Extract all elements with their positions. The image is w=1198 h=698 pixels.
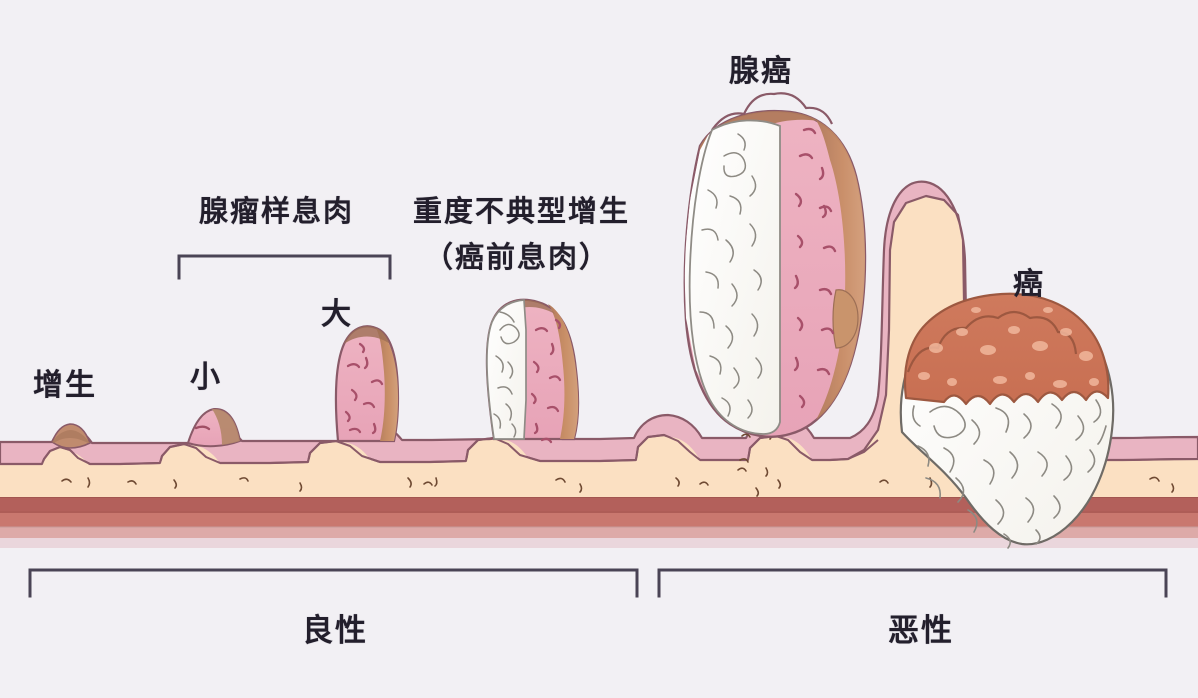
bracket-malignant [657, 568, 1168, 598]
label-small: 小 [190, 360, 222, 395]
layer-serosa [0, 538, 1198, 548]
lesion-large-adenoma-polyp [334, 325, 400, 443]
label-benign: 良性 [302, 613, 368, 649]
lesion-hyperplasia-bump [51, 423, 91, 449]
label-adenocarcinoma: 腺癌 [729, 54, 793, 89]
lesion-severe-dysplasia-polyp [485, 298, 580, 444]
label-large: 大 [321, 297, 353, 332]
lesion-small-polyp [186, 407, 242, 448]
layer-muscularis-dark [0, 497, 1198, 513]
label-hyperplasia: 增生 [33, 368, 97, 403]
bracket-benign [28, 568, 639, 598]
layer-submucosa [0, 196, 1198, 497]
bracket-adenomatous-polyp [177, 254, 392, 280]
layer-muscularis-light [0, 513, 1198, 527]
lesion-adenocarcinoma-polyp [683, 92, 867, 438]
label-adenomatous-polyp: 腺瘤样息肉 [199, 194, 355, 228]
label-carcinoma: 癌 [1013, 267, 1045, 302]
label-severe-dysplasia-line2: （癌前息肉） [424, 240, 611, 274]
lesion-invasive-carcinoma [899, 292, 1115, 549]
layer-subserosa [0, 527, 1198, 538]
label-malignant: 恶性 [888, 613, 954, 649]
label-severe-dysplasia-line1: 重度不典型增生 [413, 194, 631, 228]
